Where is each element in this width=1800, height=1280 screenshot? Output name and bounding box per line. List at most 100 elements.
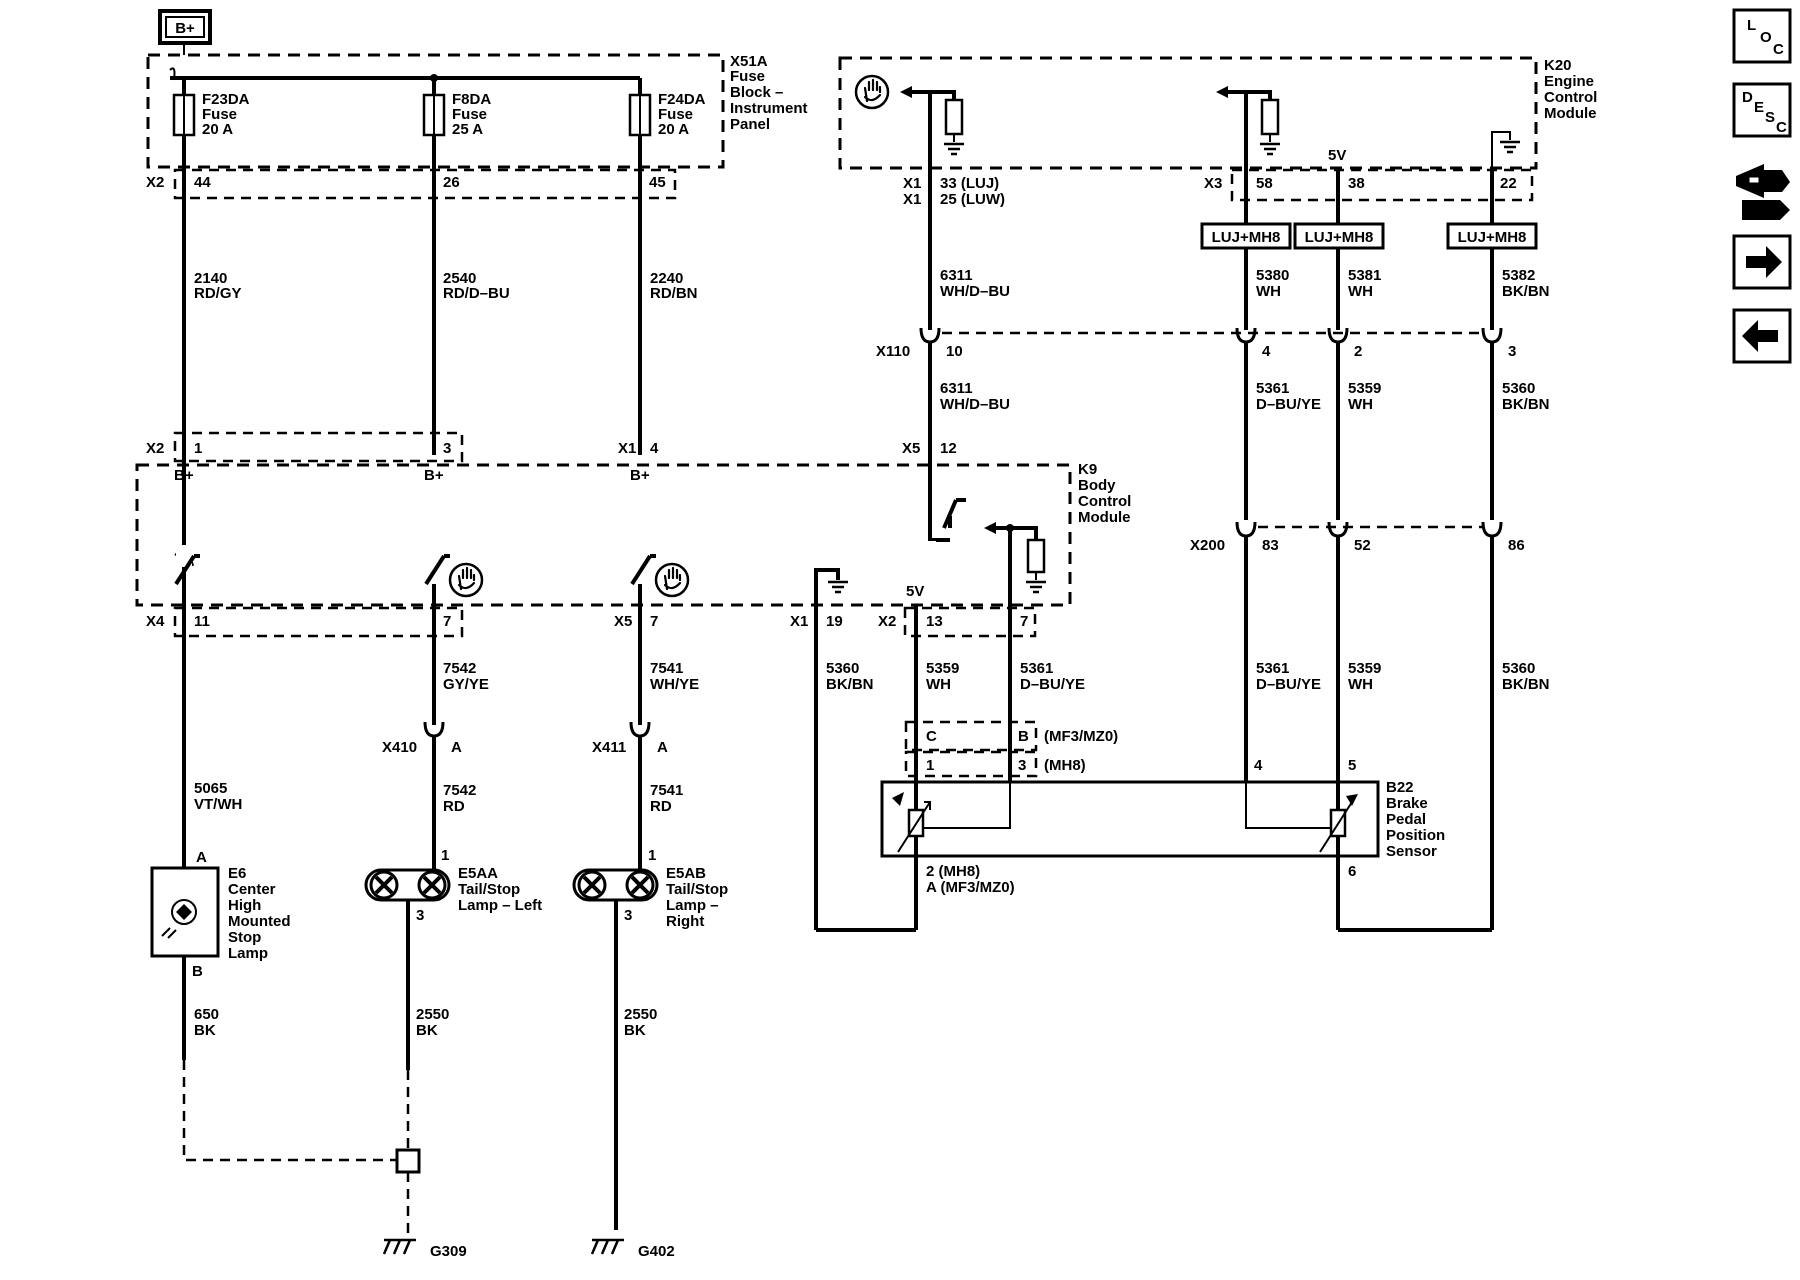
wire-label: RD/GY [194,285,242,302]
wire-label: BK/BN [1502,396,1550,413]
ecm-ground [1491,131,1522,170]
wire-label: 2240 [650,270,683,287]
connector-label: X2 [146,174,164,191]
wire-label: WH [1348,283,1373,300]
connector-cup [1327,326,1349,344]
pin-label: B+ [630,467,650,484]
wire-label: 5359 [1348,660,1381,677]
hand-icon [654,562,690,598]
location-button[interactable]: L O C [1732,8,1792,64]
wire-label: 5380 [1256,267,1289,284]
svg-text:Fuse: Fuse [730,68,765,85]
wire-label: RD [443,798,465,815]
svg-text:Sensor: Sensor [1386,843,1437,860]
pin-label: 52 [1354,537,1371,554]
svg-text:B+: B+ [175,20,195,37]
wire-label: WH/YE [650,676,699,693]
svg-text:Lamp – Left: Lamp – Left [458,897,542,914]
svg-text:High: High [228,897,261,914]
svg-text:Center: Center [228,881,276,898]
battery-positive-label: B+ [158,9,212,45]
connector-cup [1481,520,1503,538]
svg-text:3: 3 [416,907,424,924]
svg-text:G309: G309 [430,1243,467,1260]
pin-label: 2 [1354,343,1362,360]
pin-label: 7 [650,613,658,630]
wire-label: RD/BN [650,285,698,302]
pin-label: 1 [926,757,934,774]
lamp-e6-chmsl: A B E6 Center High Mounted Stop Lamp [150,849,290,1060]
svg-text:Right: Right [666,913,704,930]
option-box-luj-mh8: LUJ+MH8 [1200,222,1292,250]
connector-label: X5 [614,613,632,630]
pin-label: B+ [424,467,444,484]
svg-text:B22: B22 [1386,779,1414,796]
wire-label: BK [416,1022,438,1039]
wire-label: GY/YE [443,676,489,693]
wire-label: 2550 [416,1006,449,1023]
next-page-button[interactable] [1732,234,1792,290]
connector-label: X3 [1204,175,1222,192]
connector-label: X200 [1190,537,1225,554]
pin-label: 10 [946,343,963,360]
brake-pedal-position-sensor-b22: B22 Brake Pedal Position Sensor 2 (MH8) … [880,779,1445,930]
svg-text:1: 1 [648,847,656,864]
svg-text:G402: G402 [638,1243,675,1260]
wire-label: 5360 [826,660,859,677]
svg-text:C: C [1776,119,1787,136]
svg-text:Body: Body [1078,477,1116,494]
pin-label: 58 [1256,175,1273,192]
connector-label: X1 [903,191,921,208]
option-label: (MF3/MZ0) [1044,728,1118,745]
pin-label: 5 [1348,757,1356,774]
svg-text:6: 6 [1348,863,1356,880]
wire-label: BK/BN [826,676,874,693]
fuse-f24da: F24DA Fuse 20 A [628,78,706,138]
pin-label: 3 [443,440,451,457]
svg-text:Instrument: Instrument [730,100,808,117]
pin-label: 4 [650,440,659,457]
voltage-label: 5V [906,583,924,600]
wire-label: WH [1256,283,1281,300]
hand-icon [854,74,890,110]
pin-label: 13 [926,613,943,630]
pin-label: B [1018,728,1029,745]
ecm-pulldown-resistor-2 [1216,86,1282,156]
option-box-luj-mh8: LUJ+MH8 [1293,222,1385,250]
pin-label: 25 (LUW) [940,191,1005,208]
wire-label: WH [926,676,951,693]
wire-label: 5361 [1020,660,1053,677]
wire-label: D–BU/YE [1256,676,1321,693]
svg-text:Module: Module [1078,509,1131,526]
svg-text:E6: E6 [228,865,246,882]
ground-g309: G309 [182,1060,467,1260]
pin-label: 22 [1500,175,1517,192]
description-button[interactable]: D E S C [1732,82,1792,138]
pin-label: 1 [194,440,202,457]
wire-label: 5359 [1348,380,1381,397]
svg-text:E5AB: E5AB [666,865,706,882]
connector-x2-k9-lower [903,606,1037,638]
wire-label: 7542 [443,782,476,799]
pin-label: 7 [1020,613,1028,630]
connector-label: X410 [382,739,417,756]
option-box-luj-mh8: LUJ+MH8 [1446,222,1538,250]
connector-x3-ecm [1230,168,1534,202]
svg-text:Brake: Brake [1386,795,1428,812]
pin-label: A [451,739,462,756]
previous-page-button[interactable] [1732,308,1792,364]
ground-g402: G402 [590,1238,675,1260]
wire-label: 6311 [940,380,973,397]
wire-label: 6311 [940,267,973,284]
svg-text:K9: K9 [1078,461,1097,478]
pin-label: 45 [649,174,666,191]
connector-x2-fuse-block [173,168,677,200]
svg-text:Mounted: Mounted [228,913,290,930]
svg-text:S: S [1765,109,1775,126]
svg-text:Pedal: Pedal [1386,811,1426,828]
wire-label: BK [624,1022,646,1039]
connector-end-view-icon[interactable] [1736,164,1790,220]
wire-label: 5361 [1256,660,1289,677]
wire-label: WH [1348,676,1373,693]
pin-label: 83 [1262,537,1279,554]
